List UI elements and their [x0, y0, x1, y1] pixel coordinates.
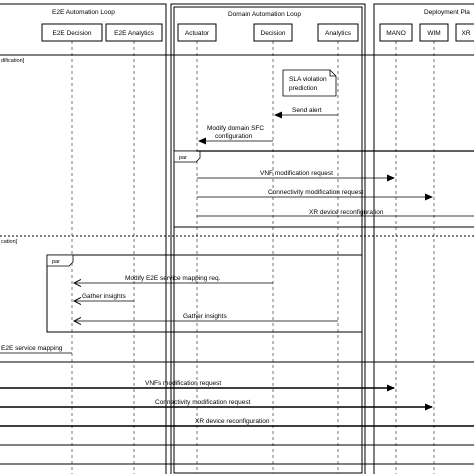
lifelines — [71, 41, 435, 474]
note-sla-violation: SLA violation prediction — [282, 69, 337, 97]
svg-text:par: par — [52, 259, 60, 265]
message-xr-reconfiguration-top: XR device reconfiguration — [197, 209, 474, 217]
section-top-label: dification] — [1, 58, 25, 64]
svg-text:prediction: prediction — [289, 85, 318, 92]
svg-text:XR: XR — [461, 30, 470, 37]
participant-analytics: Analytics — [317, 23, 359, 42]
participant-actuator: Actuator — [177, 23, 217, 42]
participant-mano: MANO — [379, 23, 413, 42]
participant-e2e-analytics: E2E Analytics — [105, 23, 163, 42]
svg-text:par: par — [179, 155, 187, 161]
message-vnfs-modification: VNFs modification request — [0, 380, 395, 392]
group-deployment-title: Deployment Pla — [424, 9, 470, 16]
svg-text:Send alert: Send alert — [292, 107, 322, 114]
message-send-alert: Send alert — [274, 107, 338, 119]
message-connectivity-modification-bottom: Connectivity modification request — [0, 399, 433, 411]
svg-text:XR device reconfiguration: XR device reconfiguration — [309, 209, 384, 216]
par-fragment-bottom: par — [46, 254, 363, 333]
svg-text:Decision: Decision — [261, 30, 286, 37]
group-domain-title: Domain Automation Loop — [228, 11, 301, 18]
section-modification: dification] — [0, 54, 474, 64]
participant-decision: Decision — [253, 23, 293, 42]
svg-text:SLA violation: SLA violation — [289, 76, 327, 83]
participant-e2e-decision: E2E Decision — [41, 23, 103, 42]
svg-text:configuration: configuration — [215, 133, 253, 140]
svg-text:Gather insights: Gather insights — [183, 313, 227, 320]
svg-text:Analytics: Analytics — [325, 30, 352, 37]
message-xr-reconfiguration-bottom: XR device reconfiguration — [0, 418, 474, 427]
message-gather-insights-2: Gather insights — [74, 313, 338, 321]
svg-text:XR device reconfiguration: XR device reconfiguration — [195, 418, 270, 425]
group-e2e-automation-loop: E2E Automation Loop — [0, 3, 167, 474]
group-deployment-platform: Deployment Pla — [373, 3, 474, 474]
section-bottom-label: cation] — [1, 239, 18, 245]
svg-text:Connectivity modification requ: Connectivity modification request — [268, 189, 364, 196]
svg-text:VNFs modification request: VNFs modification request — [145, 380, 221, 387]
message-modify-e2e-mapping: Modify E2E service mapping req. — [74, 275, 273, 283]
group-e2e-title: E2E Automation Loop — [52, 9, 115, 16]
participant-xr: XR — [455, 23, 474, 42]
svg-text:Connectivity modification requ: Connectivity modification request — [155, 399, 251, 406]
group-domain-automation-loop: Domain Automation Loop — [170, 3, 366, 474]
svg-text:E2E service mapping: E2E service mapping — [1, 345, 63, 352]
message-e2e-service-mapping: E2E service mapping — [0, 345, 72, 354]
svg-text:Modify E2E service mapping req: Modify E2E service mapping req. — [125, 275, 221, 282]
svg-text:WIM: WIM — [427, 30, 440, 37]
message-vnf-modification: VNF modification request — [197, 170, 395, 182]
svg-text:Actuator: Actuator — [185, 30, 210, 37]
participant-wim: WIM — [419, 23, 449, 42]
par-fragment-top: par — [173, 150, 474, 228]
message-modify-domain-sfc: Modify domain SFC configuration — [198, 125, 273, 145]
svg-text:MANO: MANO — [386, 30, 406, 37]
message-connectivity-modification-top: Connectivity modification request — [197, 189, 433, 201]
message-gather-insights-1: Gather insights — [74, 293, 134, 301]
svg-text:Modify domain SFC: Modify domain SFC — [207, 125, 264, 132]
svg-text:VNF modification request: VNF modification request — [260, 170, 333, 177]
svg-text:E2E Decision: E2E Decision — [52, 30, 91, 37]
svg-text:Gather insights: Gather insights — [82, 293, 126, 300]
section-divider-dashed: cation] — [0, 235, 474, 245]
svg-text:E2E Analytics: E2E Analytics — [114, 30, 154, 37]
